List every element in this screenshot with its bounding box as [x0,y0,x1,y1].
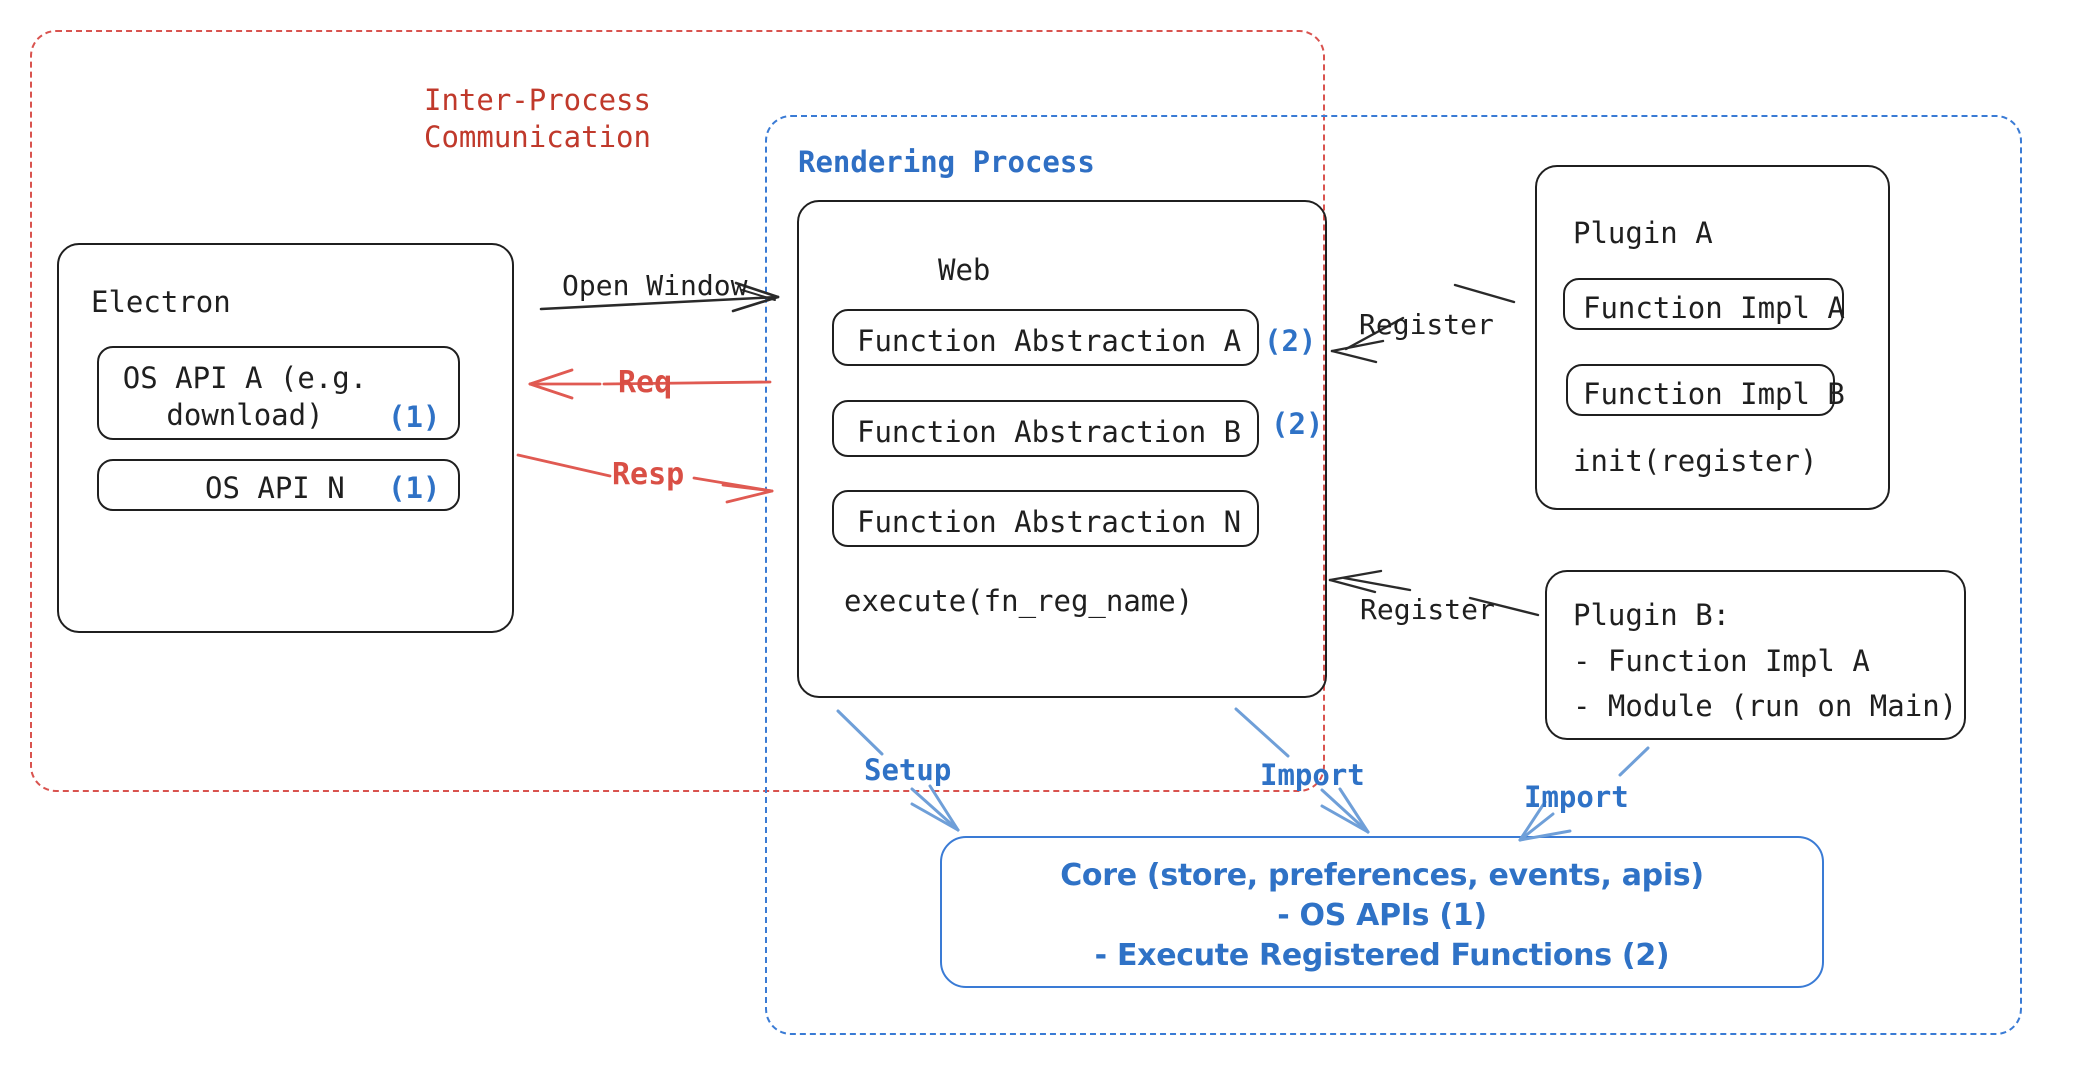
os-api-n-marker: (1) [388,471,441,505]
ipc-boundary [30,30,1325,792]
electron-title: Electron [91,285,231,319]
os-api-a-label: OS API A (e.g. download) [122,361,368,433]
core-node[interactable] [940,836,1824,988]
electron-node[interactable] [57,243,514,633]
function-abstraction-n-box[interactable] [832,490,1259,547]
function-impl-a-box[interactable] [1563,278,1844,330]
edge-label-import-plugin-b: Import [1524,780,1629,814]
function-abstraction-b-marker: (2) [1271,407,1324,441]
edge-label-import-web: Import [1260,758,1365,792]
plugin-a-node[interactable] [1535,165,1890,510]
edge-label-register-top: Register [1359,308,1494,341]
function-abstraction-a-label: Function Abstraction A [857,324,1242,358]
edge-label-resp: Resp [612,457,685,492]
function-abstraction-a-marker: (2) [1264,324,1317,358]
core-line-2: - OS APIs (1) [1277,898,1487,934]
core-text: Core (store, preferences, events, apis) -… [940,856,1824,977]
web-title: Web [938,253,991,287]
rendering-process-boundary [765,115,2022,1035]
core-line-1: Core (store, preferences, events, apis) [1060,858,1704,893]
function-abstraction-b-box[interactable] [832,400,1259,457]
plugin-a-init-label: init(register) [1573,444,1818,478]
edge-label-setup: Setup [864,753,952,787]
plugin-b-item-1: - Function Impl A [1573,644,1870,678]
function-abstraction-n-label: Function Abstraction N [857,505,1242,539]
edge-label-register-bottom: Register [1360,593,1495,626]
edge-label-open-window: Open Window [562,269,748,302]
function-impl-a-label: Function Impl A [1583,291,1845,325]
plugin-b-node[interactable] [1545,570,1966,740]
os-api-n-label: OS API N [205,471,345,505]
os-api-a-marker: (1) [388,400,441,434]
plugin-a-title: Plugin A [1573,216,1713,250]
plugin-b-item-2: - Module (run on Main) [1573,689,1958,723]
os-api-n-box[interactable] [97,459,460,511]
ipc-label-line1: Inter-Process [424,83,651,117]
plugin-b-title: Plugin B: [1573,598,1731,632]
function-abstraction-a-box[interactable] [832,309,1259,366]
function-abstraction-b-label: Function Abstraction B [857,415,1242,449]
ipc-label-line2: Communication [424,120,651,155]
rendering-process-label: Rendering Process [798,145,1095,179]
web-node[interactable] [797,200,1327,698]
core-line-3: - Execute Registered Functions (2) [1094,938,1670,974]
os-api-a-box[interactable] [97,346,460,440]
edge-label-req: Req [618,365,673,400]
web-execute-label: execute(fn_reg_name) [844,584,1194,618]
function-impl-b-box[interactable] [1566,364,1835,416]
function-impl-b-label: Function Impl B [1583,377,1845,411]
